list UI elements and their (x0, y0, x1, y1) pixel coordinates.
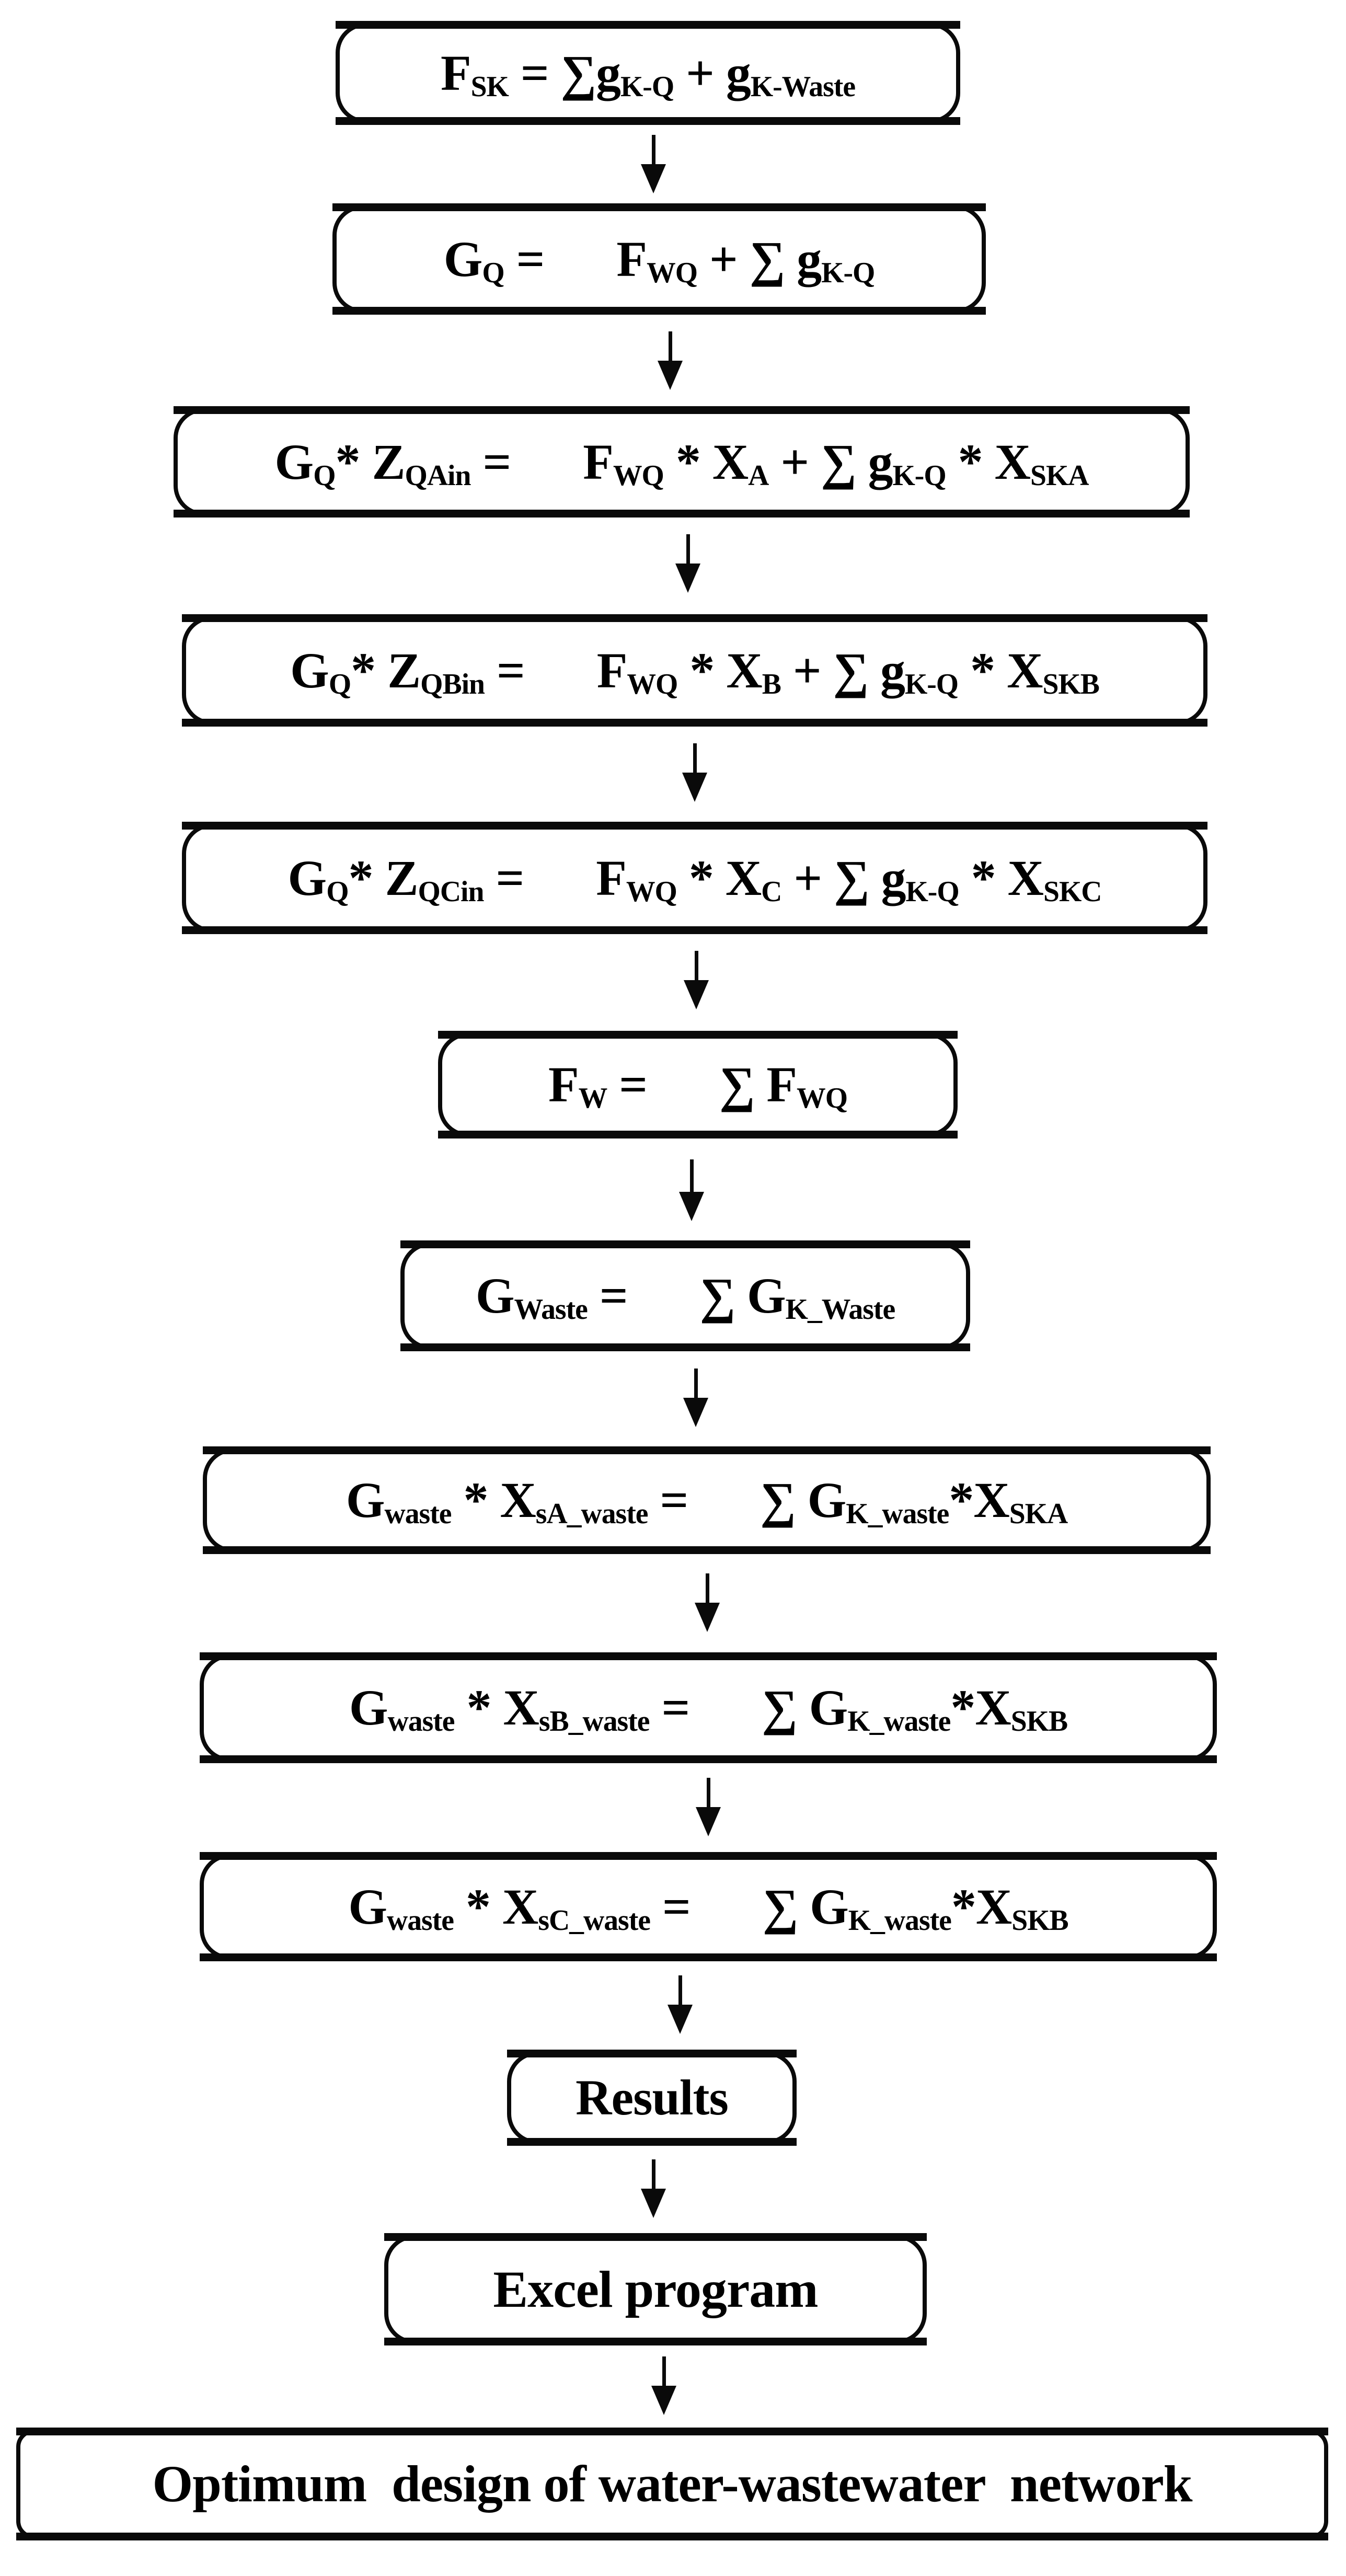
flowchart-box-gq-zqbin: GQ* ZQBin = FWQ * XB + ∑ gK-Q * XSKB (182, 614, 1207, 727)
flowchart-box-fw: FW = ∑ FWQ (438, 1031, 958, 1138)
flow-arrow-7 (683, 1368, 708, 1427)
arrow-down-icon (668, 2005, 693, 2034)
arrow-down-icon (684, 980, 709, 1009)
flow-arrow-3 (675, 534, 700, 593)
arrow-down-icon (679, 1192, 704, 1221)
flow-arrow-4 (682, 743, 707, 802)
flow-arrow-9 (696, 1778, 721, 1836)
excel-program-label: Excel program (493, 2260, 818, 2318)
arrow-line (694, 1368, 698, 1398)
flow-arrow-5 (684, 951, 709, 1009)
optimum-design-label: Optimum design of water-wastewater netwo… (152, 2455, 1192, 2513)
flowchart-box-gq-zqain: GQ* ZQAin = FWQ * XA + ∑ gK-Q * XSKA (174, 406, 1190, 518)
arrow-line (693, 743, 697, 773)
flow-arrow-11 (641, 2159, 666, 2218)
arrow-down-icon (658, 361, 683, 390)
arrow-down-icon (641, 164, 666, 193)
arrow-down-icon (696, 1807, 721, 1836)
flowchart-box-gwaste-xsa: Gwaste * XsA_waste = ∑ GK_waste*XSKA (203, 1446, 1211, 1554)
arrow-down-icon (695, 1603, 720, 1632)
flowchart-box-excel-program: Excel program (384, 2233, 927, 2345)
arrow-down-icon (651, 2386, 676, 2415)
arrow-line (651, 2159, 655, 2189)
arrow-down-icon (675, 564, 700, 593)
formula-gq-zqain: GQ* ZQAin = FWQ * XA + ∑ gK-Q * XSKA (274, 433, 1089, 492)
arrow-down-icon (641, 2189, 666, 2218)
formula-gq-zqbin: GQ* ZQBin = FWQ * XB + ∑ gK-Q * XSKB (290, 642, 1100, 700)
arrow-line (662, 2356, 666, 2386)
arrow-line (705, 1573, 709, 1603)
arrow-line (686, 534, 690, 564)
flowchart-box-gq-zqcin: GQ* ZQCin = FWQ * XC + ∑ gK-Q * XSKC (182, 822, 1207, 934)
formula-gwaste-xsc: Gwaste * XsC_waste = ∑ GK_waste*XSKB (348, 1878, 1068, 1937)
formula-fsk: FSK = ∑gK-Q + gK-Waste (440, 44, 856, 103)
arrow-line (694, 951, 698, 980)
arrow-down-icon (682, 773, 707, 802)
flowchart-box-gwaste-xsc: Gwaste * XsC_waste = ∑ GK_waste*XSKB (200, 1852, 1217, 1961)
flow-arrow-2 (658, 331, 683, 390)
flow-arrow-12 (651, 2356, 676, 2415)
formula-gq-zqcin: GQ* ZQCin = FWQ * XC + ∑ gK-Q * XSKC (287, 849, 1102, 908)
flowchart-box-results: Results (507, 2050, 797, 2146)
flowchart-box-gq: GQ = FWQ + ∑ gK-Q (332, 203, 986, 315)
arrow-line (706, 1778, 710, 1807)
arrow-down-icon (683, 1398, 708, 1427)
flow-arrow-8 (695, 1573, 720, 1632)
flow-arrow-1 (641, 135, 666, 193)
arrow-line (651, 135, 655, 164)
flowchart-box-gwaste-xsb: Gwaste * XsB_waste = ∑ GK_waste*XSKB (200, 1652, 1217, 1763)
formula-gwaste-xsb: Gwaste * XsB_waste = ∑ GK_waste*XSKB (349, 1680, 1068, 1738)
flowchart-box-optimum-design: Optimum design of water-wastewater netwo… (16, 2428, 1328, 2540)
formula-fw: FW = ∑ FWQ (548, 1056, 848, 1115)
formula-gwaste-xsa: Gwaste * XsA_waste = ∑ GK_waste*XSKA (346, 1472, 1068, 1531)
flowchart-box-gwaste: GWaste = ∑ GK_Waste (400, 1240, 970, 1351)
flow-arrow-10 (668, 1975, 693, 2034)
flow-arrow-6 (679, 1159, 704, 1221)
arrow-line (689, 1159, 694, 1192)
formula-gwaste: GWaste = ∑ GK_Waste (475, 1268, 895, 1326)
flowchart-box-fsk: FSK = ∑gK-Q + gK-Waste (336, 21, 960, 125)
arrow-line (668, 331, 672, 361)
arrow-line (678, 1975, 682, 2005)
results-label: Results (576, 2069, 729, 2125)
formula-gq: GQ = FWQ + ∑ gK-Q (443, 231, 876, 289)
